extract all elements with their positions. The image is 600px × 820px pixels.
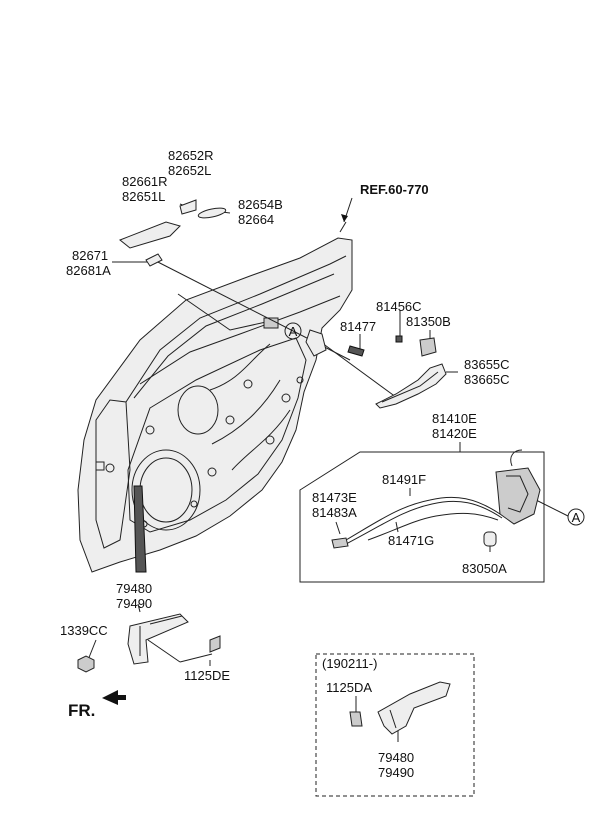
handle-pad xyxy=(145,253,163,267)
label-79480-upper: 79480 xyxy=(116,581,152,596)
outside-handle-group xyxy=(119,199,227,267)
label-83665c: 83665C xyxy=(464,372,510,387)
revised-checker-box xyxy=(315,653,475,797)
label-83050a: 83050A xyxy=(462,561,507,576)
svg-text:A: A xyxy=(289,324,298,339)
part-labels: 82652R 82652L 82661R 82651L 82654B 82664… xyxy=(60,148,510,780)
label-81471g: 81471G xyxy=(388,533,434,548)
handle-gasket xyxy=(197,207,227,219)
door-checker-revised xyxy=(377,681,451,735)
label-81483a: 81483A xyxy=(312,505,357,520)
label-81420e: 81420E xyxy=(432,426,477,441)
label-ref: REF.60-770 xyxy=(360,182,429,197)
svg-text:FR.: FR. xyxy=(68,701,95,720)
label-82651l: 82651L xyxy=(122,189,165,204)
label-82664: 82664 xyxy=(238,212,274,227)
handle-base xyxy=(119,221,181,249)
marker-a-top: A xyxy=(284,322,302,340)
svg-text:A: A xyxy=(572,510,581,525)
door-panel xyxy=(77,237,353,573)
label-81477: 81477 xyxy=(340,319,376,334)
label-82681a: 82681A xyxy=(66,263,111,278)
label-81410e: 81410E xyxy=(432,411,477,426)
label-1125da: 1125DA xyxy=(326,680,372,695)
door-checker xyxy=(127,613,189,665)
label-81350b: 81350B xyxy=(406,314,451,329)
door-checker-group xyxy=(77,613,221,673)
label-date: (190211-) xyxy=(322,656,377,671)
marker-a-right: A xyxy=(567,508,585,526)
label-82652l: 82652L xyxy=(168,163,211,178)
door-latch xyxy=(495,467,541,525)
inside-handle-group xyxy=(305,329,447,409)
front-indicator: FR. xyxy=(68,690,126,720)
label-82661r: 82661R xyxy=(122,174,168,189)
label-82652r: 82652R xyxy=(168,148,214,163)
label-1339cc: 1339CC xyxy=(60,623,108,638)
label-79490-upper: 79490 xyxy=(116,596,152,611)
label-79480-lower: 79480 xyxy=(378,750,414,765)
ref-arrow xyxy=(341,197,353,223)
label-1125de: 1125DE xyxy=(184,668,230,683)
handle-cap xyxy=(179,199,197,215)
label-81491f: 81491F xyxy=(382,472,426,487)
label-82671: 82671 xyxy=(72,248,108,263)
label-81473e: 81473E xyxy=(312,490,357,505)
latch-assembly-box xyxy=(299,449,545,583)
label-79490-lower: 79490 xyxy=(378,765,414,780)
label-81456c: 81456C xyxy=(376,299,422,314)
label-83655c: 83655C xyxy=(464,357,510,372)
label-82654b: 82654B xyxy=(238,197,283,212)
